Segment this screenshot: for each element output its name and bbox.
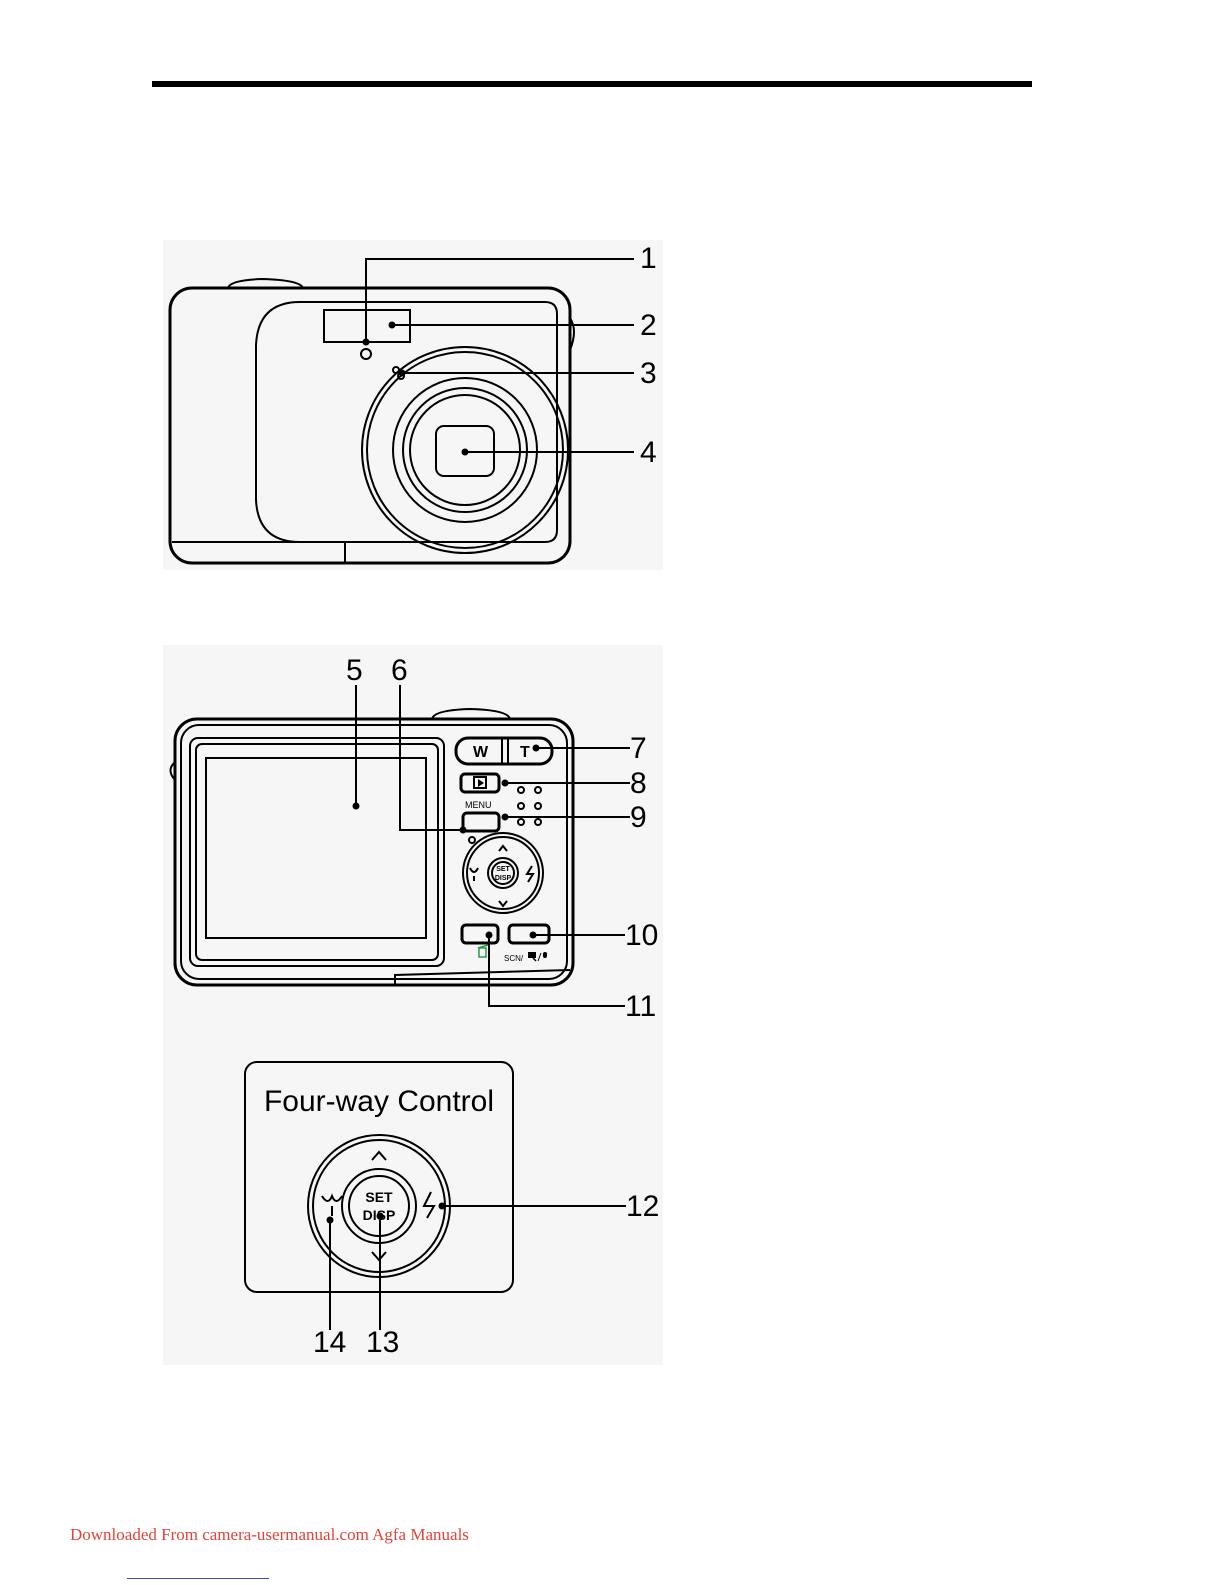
four-way-control-title: Four-way Control [264, 1085, 494, 1118]
callout-12: 12 [626, 1190, 659, 1223]
front-view-figure: 1 2 3 4 [163, 240, 663, 570]
download-source-link[interactable]: Downloaded From camera-usermanual.com Ag… [70, 1525, 469, 1545]
callout-3: 3 [640, 357, 657, 390]
callout-13: 13 [366, 1326, 399, 1359]
callout-11: 11 [625, 990, 656, 1023]
callout-6: 6 [391, 654, 408, 687]
menu-label: MENU [465, 800, 492, 810]
set-label-small: SET [496, 866, 510, 873]
callout-10: 10 [625, 919, 658, 952]
zoom-wide-label: W [473, 744, 489, 761]
callout-1: 1 [640, 242, 657, 275]
zoom-tele-label: T [520, 744, 530, 761]
disp-label-small: DISP [495, 875, 512, 882]
back-view-figure: W T MENU SET DISP [163, 645, 663, 1365]
callout-4: 4 [640, 436, 657, 469]
callout-5: 5 [346, 654, 363, 687]
footer-underline [127, 1578, 269, 1579]
callout-14: 14 [313, 1326, 346, 1359]
callout-7: 7 [630, 732, 647, 765]
callout-2: 2 [640, 309, 657, 342]
callout-8: 8 [630, 767, 647, 800]
callout-9: 9 [630, 801, 647, 834]
set-label-large: SET [365, 1189, 393, 1205]
scn-label: SCN/ [504, 954, 524, 963]
